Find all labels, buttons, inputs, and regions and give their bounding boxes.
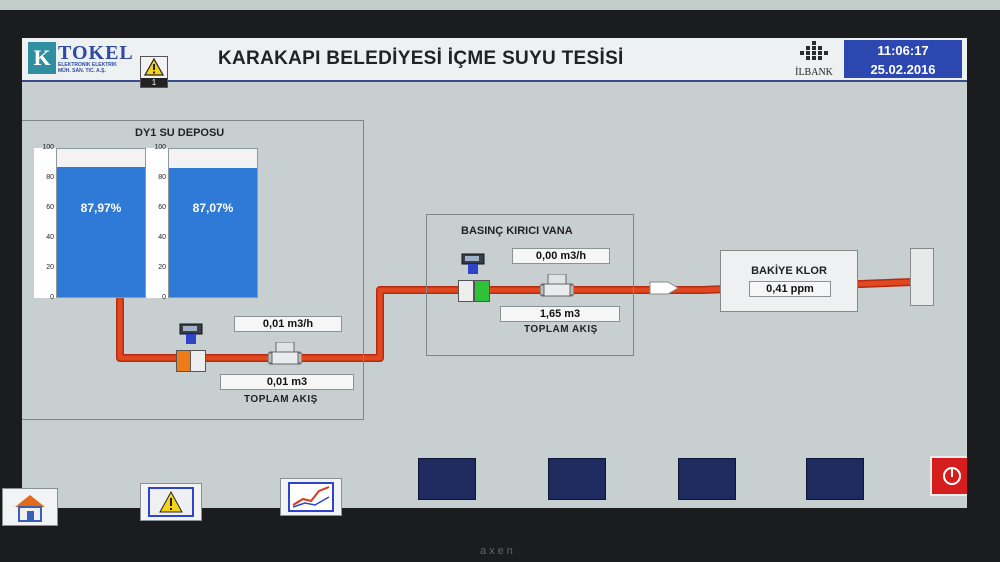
tank-2[interactable]: 87,07% [168, 148, 258, 298]
valve-flow-rate-display: 0,00 m3/h [512, 248, 610, 264]
tank1-scale: 100 80 60 40 20 0 [34, 144, 56, 301]
tank-1[interactable]: 87,97% [56, 148, 146, 298]
scale-tick: 20 [158, 264, 166, 271]
function-button-4[interactable] [806, 458, 864, 500]
logo-name: TOKEL [58, 42, 134, 64]
tank-2-level-label: 87,07% [192, 201, 234, 215]
company-logo: K TOKEL ELEKTRONIK ELEKTRIK MÜH. SAN. TI… [28, 42, 138, 76]
pressure-valve-panel: BASINÇ KIRICI VANA [426, 214, 634, 356]
flowmeter-icon [267, 341, 303, 365]
tank-2-level-fill [169, 168, 257, 297]
tank2-scale: 100 80 60 40 20 0 [146, 144, 168, 301]
pressure-valve-body [458, 280, 474, 302]
ilbank-emblem-icon [800, 41, 828, 60]
valve-actuator-icon [461, 253, 485, 274]
valve-actuator-icon [179, 323, 203, 344]
pressure-valve-title: BASINÇ KIRICI VANA [461, 225, 573, 237]
valve-total-flow-label: TOPLAM AKIŞ [524, 324, 598, 335]
outlet-valve-body [190, 350, 206, 372]
logo-mark-icon: K [28, 42, 56, 74]
tank-total-flow-display: 0,01 m3 [220, 374, 354, 390]
outlet-valve-actuator[interactable] [172, 322, 210, 348]
chlorine-title: BAKİYE KLOR [751, 265, 827, 277]
scale-tick: 0 [50, 294, 54, 301]
ilbank-logo: İLBANK [788, 40, 840, 78]
clock-date: 25.02.2016 [870, 62, 936, 77]
datetime-display: 11:06:17 25.02.2016 [844, 40, 962, 78]
power-button[interactable] [930, 456, 967, 496]
alarms-button[interactable] [140, 483, 202, 521]
valve-total-flow-display: 1,65 m3 [500, 306, 620, 322]
ilbank-label: İLBANK [795, 67, 833, 78]
warning-icon [144, 58, 164, 76]
alarm-count: 1 [141, 78, 167, 87]
flow-arrow-icon [649, 281, 679, 295]
scale-tick: 20 [46, 264, 54, 271]
scale-tick: 40 [158, 234, 166, 241]
monitor-brand: axen [480, 545, 516, 557]
home-button[interactable] [2, 488, 58, 526]
function-button-3[interactable] [678, 458, 736, 500]
trends-button[interactable] [280, 478, 342, 516]
flowmeter-2[interactable] [539, 273, 575, 298]
scale-tick: 0 [162, 294, 166, 301]
scale-tick: 100 [154, 144, 166, 151]
chlorine-value-display: 0,41 ppm [749, 281, 831, 297]
pressure-valve-status[interactable] [474, 280, 490, 302]
tank-1-level-fill [57, 166, 145, 297]
scale-tick: 40 [46, 234, 54, 241]
logo-subtitle-line1: ELEKTRONIK ELEKTRIK [58, 62, 117, 68]
wall-background [0, 0, 1000, 10]
flowmeter-1[interactable] [267, 341, 303, 366]
tank-panel: DY1 SU DEPOSU [22, 120, 364, 420]
scale-tick: 80 [158, 174, 166, 181]
tank-total-flow-label: TOPLAM AKIŞ [244, 394, 318, 405]
hmi-screen: K TOKEL ELEKTRONIK ELEKTRIK MÜH. SAN. TI… [22, 38, 967, 508]
power-icon [943, 467, 961, 485]
pressure-valve-actuator[interactable] [454, 252, 492, 278]
tank-panel-title: DY1 SU DEPOSU [135, 127, 225, 139]
trend-chart-icon [288, 482, 334, 512]
scale-tick: 60 [46, 204, 54, 211]
tank-1-level-label: 87,97% [80, 201, 122, 215]
chlorine-panel[interactable]: BAKİYE KLOR 0,41 ppm [720, 250, 858, 312]
page-title: KARAKAPI BELEDİYESİ İÇME SUYU TESİSİ [218, 48, 624, 69]
logo-subtitle-line2: MÜH. SAN. TIC. A.Ş. [58, 68, 106, 74]
scale-tick: 60 [158, 204, 166, 211]
flowmeter-icon [539, 273, 575, 297]
scale-tick: 80 [46, 174, 54, 181]
scale-tick: 100 [42, 144, 54, 151]
header-bar: K TOKEL ELEKTRONIK ELEKTRIK MÜH. SAN. TI… [22, 38, 967, 88]
alarm-list-icon [148, 487, 194, 517]
tank-flow-rate-display: 0,01 m3/h [234, 316, 342, 332]
pipe-endpoint [910, 248, 934, 306]
alarm-indicator-button[interactable]: 1 [140, 56, 168, 88]
function-button-1[interactable] [418, 458, 476, 500]
logo-subtitle: ELEKTRONIK ELEKTRIK MÜH. SAN. TIC. A.Ş. [58, 62, 117, 74]
function-button-2[interactable] [548, 458, 606, 500]
clock-time: 11:06:17 [877, 43, 929, 58]
home-icon [15, 495, 45, 522]
